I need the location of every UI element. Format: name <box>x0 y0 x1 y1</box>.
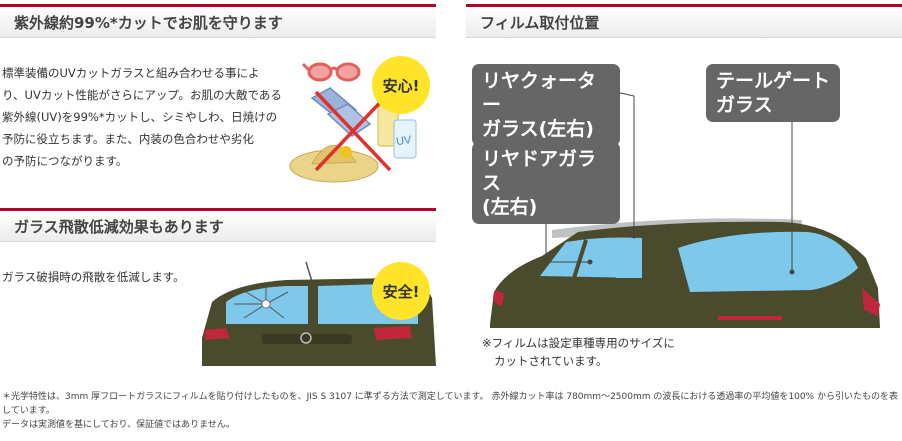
relief-badge-text: 安心! <box>382 76 420 95</box>
tailgate-label-line: ガラス <box>716 94 773 116</box>
gloves-icon <box>310 87 372 137</box>
uv-description-line: 予防に役立ちます。また、内装の色合わせや劣化 <box>2 132 254 146</box>
footnote-line: ＊光学特性は、3mm 厚フロートガラスにフィルムを貼り付けしたものを、JIS S… <box>2 392 898 416</box>
footnote: ＊光学特性は、3mm 厚フロートガラスにフィルムを貼り付けしたものを、JIS S… <box>2 390 900 432</box>
shatter-section-header: ガラス飛散低減効果もあります <box>0 208 436 242</box>
rear-door-label-line: リヤドアガラス <box>482 148 597 194</box>
uv-items-illustration: UV <box>289 62 417 183</box>
film-position-title: フィルム取付位置 <box>480 13 600 32</box>
rear-quarter-glass-label: リヤクォーター ガラス(左右) <box>472 64 620 146</box>
sunglasses-icon <box>301 62 361 82</box>
film-size-note-line: カットされています。 <box>494 354 608 368</box>
safety-badge: 安全! <box>372 262 430 320</box>
shatter-section-title: ガラス飛散低減効果もあります <box>14 217 224 236</box>
tailgate-glass <box>678 231 858 292</box>
uv-description-line: り、UVカット性能がさらにアップ。お肌の大敵である <box>2 88 282 102</box>
uv-description: 標準装備のUVカットガラスと組み合わせる事によ り、UVカット性能がさらにアップ… <box>2 62 287 172</box>
uv-section-header: 紫外線約99%*カットでお肌を守ります <box>0 4 436 38</box>
footnote-line: データは実測値を基にしており、保証値ではありません。 <box>2 420 235 430</box>
uv-description-line: の予防につながります。 <box>2 154 128 168</box>
uv-section-title: 紫外線約99%*カットでお肌を守ります <box>14 13 283 32</box>
rear-door-label-line: (左右) <box>482 196 538 218</box>
film-size-note-line: ※フィルムは設定車種専用のサイズに <box>482 336 675 350</box>
relief-badge: 安心! <box>372 56 430 114</box>
crack-icon <box>234 288 289 319</box>
film-size-note: ※フィルムは設定車種専用のサイズに カットされています。 <box>482 334 782 370</box>
rear-quarter-glass <box>612 242 638 278</box>
uv-text: UV <box>395 134 412 148</box>
rear-door-glass-label: リヤドアガラス (左右) <box>472 142 620 224</box>
uv-description-line: 標準装備のUVカットガラスと組み合わせる事によ <box>2 66 260 80</box>
blocked-cross-icon <box>314 90 392 172</box>
rear-quarter-label-line: リヤクォーター <box>482 70 597 116</box>
sunscreen-icon: UV <box>377 105 417 159</box>
safety-badge-text: 安全! <box>382 282 420 301</box>
rear-quarter-label-line: ガラス(左右) <box>482 118 594 140</box>
shatter-description: ガラス破損時の飛散を低減します。 <box>2 270 185 284</box>
uv-description-line: 紫外線(UV)を99%*カットし、シミやしわ、日焼けの <box>2 110 278 124</box>
tailgate-glass-label: テールゲート ガラス <box>706 64 840 122</box>
tailgate-label-line: テールゲート <box>716 70 831 92</box>
sun-hat-icon <box>289 145 379 183</box>
film-position-header: フィルム取付位置 <box>466 4 902 38</box>
